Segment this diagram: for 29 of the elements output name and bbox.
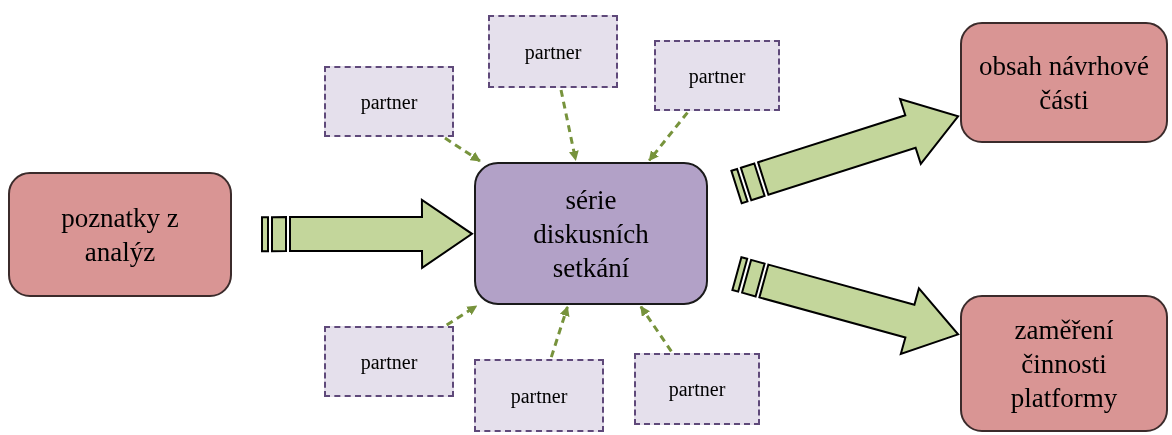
node-label: poznatky z analýz [60, 201, 180, 269]
result-box [960, 295, 1168, 432]
result-box [8, 172, 232, 297]
dashed-arrow [639, 305, 673, 353]
partner-box [654, 40, 780, 111]
partner-box [634, 353, 760, 425]
node-label: obsah návrhové části [977, 49, 1151, 117]
dashed-arrow [445, 304, 478, 327]
node-label: partner [524, 39, 582, 64]
node-label: partner [360, 89, 418, 114]
partner-box [488, 15, 618, 88]
dashed-arrow [444, 136, 481, 163]
block-arrow [730, 97, 960, 205]
node-label: partner [360, 349, 418, 374]
node-label: série diskusních setkání [532, 183, 650, 285]
node-label: partner [668, 377, 726, 401]
block-arrow [261, 198, 474, 270]
node-label: partner [510, 383, 568, 408]
block-arrow [731, 255, 960, 356]
partner-box [474, 359, 604, 432]
partner-box [324, 66, 454, 137]
node-label: partner [688, 63, 746, 88]
result-box [960, 22, 1168, 143]
dashed-arrow [549, 305, 570, 358]
dashed-arrow [559, 89, 579, 161]
partner-box [324, 326, 454, 397]
dashed-arrow [648, 111, 689, 162]
process-box [474, 162, 708, 305]
node-label: zaměření činnosti platformy [1009, 313, 1119, 415]
